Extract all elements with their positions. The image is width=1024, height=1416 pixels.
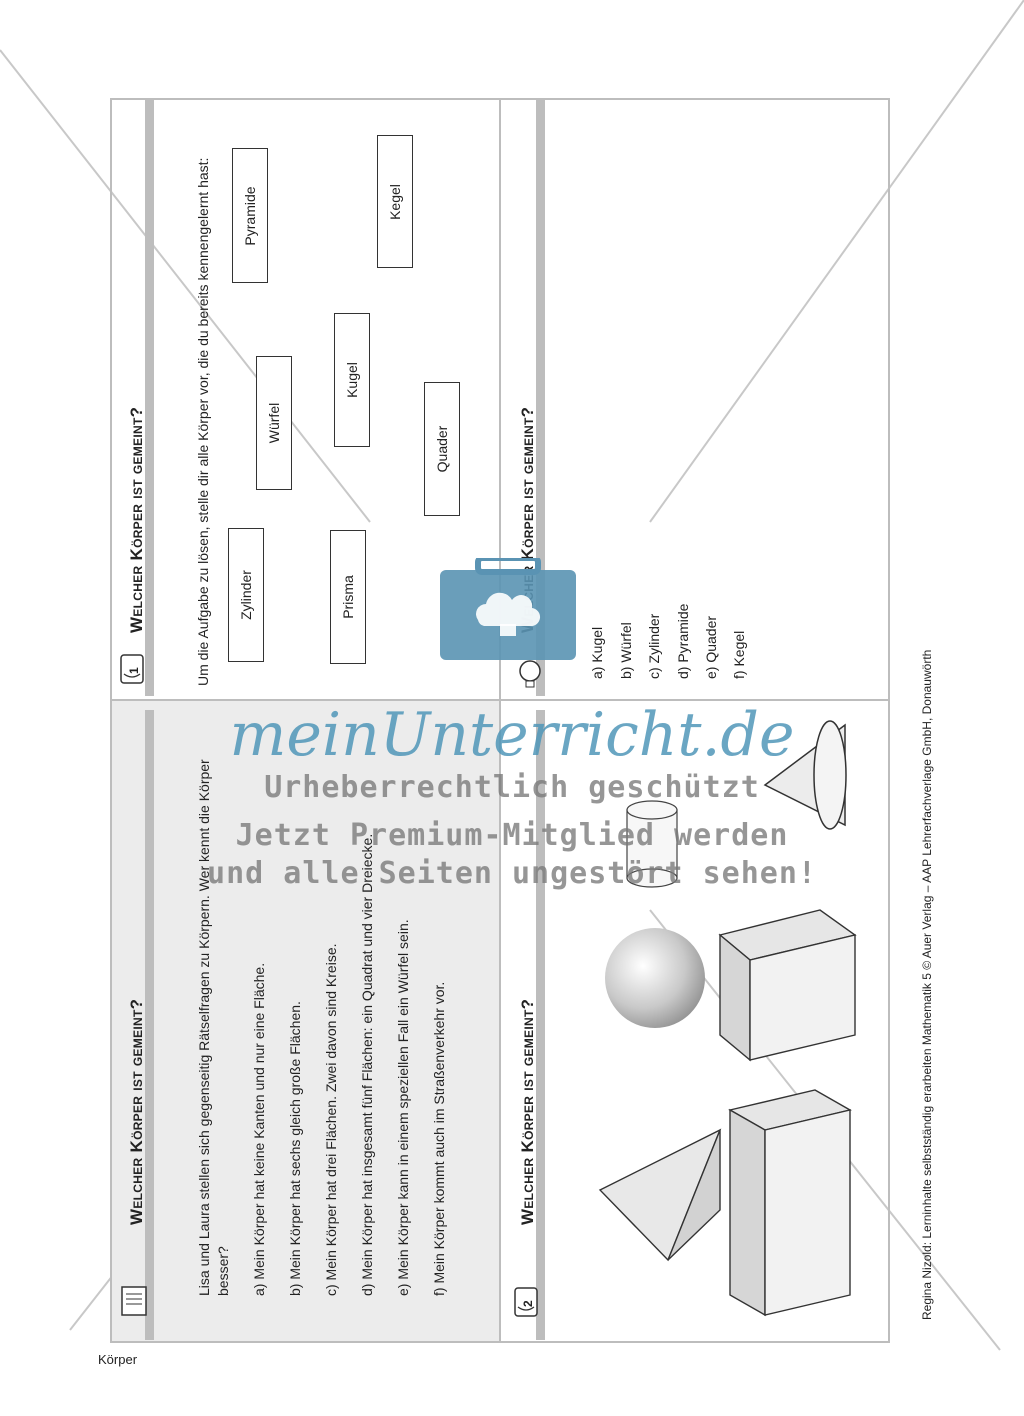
cone-solid [763, 720, 847, 830]
watermark-line1: Urheberrechtlich geschützt [264, 770, 760, 805]
shape-box-kugel: Kugel [334, 313, 370, 447]
card-title: Welcher Körper ist gemeint? [518, 998, 537, 1225]
riddle-item: c) Mein Körper hat drei Flächen. Zwei da… [323, 943, 339, 1297]
solids-illustration [598, 720, 857, 1317]
title-band-top-left [145, 710, 154, 1340]
riddle-item: f) Mein Körper kommt auch im Straßenverk… [431, 981, 447, 1296]
pyramid-solid [598, 1128, 722, 1262]
answer-item: f) Kegel [731, 630, 747, 679]
card-title: Welcher Körper ist gemeint? [127, 406, 146, 633]
vertical-divider [499, 98, 501, 1343]
card-intro: Um die Aufgabe zu lösen, stelle dir alle… [195, 157, 211, 686]
cuboid-solid [728, 1089, 852, 1317]
sphere-solid [605, 928, 705, 1028]
card-top-left-bg [112, 700, 500, 1341]
shape-box-kegel: Kegel [377, 135, 413, 268]
riddle-item: a) Mein Körper hat keine Kanten und nur … [251, 962, 267, 1296]
watermark-brand: meinUnterricht.de [229, 700, 795, 770]
cube-solid [718, 909, 857, 1062]
title-band-top-right [145, 100, 154, 696]
thumbs-up-icon [120, 654, 144, 684]
shape-box-wuerfel: Würfel [256, 356, 292, 490]
cylinder-solid [626, 800, 678, 888]
notepad-icon [117, 1284, 151, 1318]
card-number-badge: 2 [512, 1285, 542, 1321]
riddle-intro-line2: besser? [215, 1246, 231, 1296]
card-number: 2 [521, 1300, 535, 1307]
answer-item: e) Quader [703, 615, 719, 679]
title-band-bottom-left [536, 710, 545, 1340]
shape-box-zylinder: Zylinder [228, 528, 264, 662]
thumbs-up-icon [514, 1287, 538, 1317]
shape-box-quader: Quader [424, 382, 460, 516]
watermark-line3: und alle Seiten ungestört sehen! [207, 856, 817, 891]
watermark-line2: Jetzt Premium-Mitglied werden [235, 818, 789, 853]
shape-box-pyramide: Pyramide [232, 148, 268, 283]
shape-box-prisma: Prisma [330, 530, 366, 664]
title-band-bottom-right [536, 100, 545, 696]
answer-item: b) Würfel [618, 622, 634, 679]
answer-item: d) Pyramide [675, 603, 691, 679]
footer-label: Körper [98, 1352, 138, 1367]
riddle-item: d) Mein Körper hat insgesamt fünf Fläche… [359, 833, 375, 1296]
card-title: Welcher Körper ist gemeint? [127, 998, 146, 1225]
riddle-item: b) Mein Körper hat sechs gleich große Fl… [287, 1001, 303, 1296]
card-number-badge: 1 [118, 652, 148, 688]
lightbulb-icon [514, 655, 546, 691]
riddle-item: e) Mein Körper kann in einem speziellen … [395, 919, 411, 1296]
card-number: 1 [127, 667, 141, 674]
answer-item: c) Zylinder [646, 613, 662, 679]
briefcase-logo-icon [440, 558, 576, 660]
answer-item: a) Kugel [589, 626, 605, 679]
